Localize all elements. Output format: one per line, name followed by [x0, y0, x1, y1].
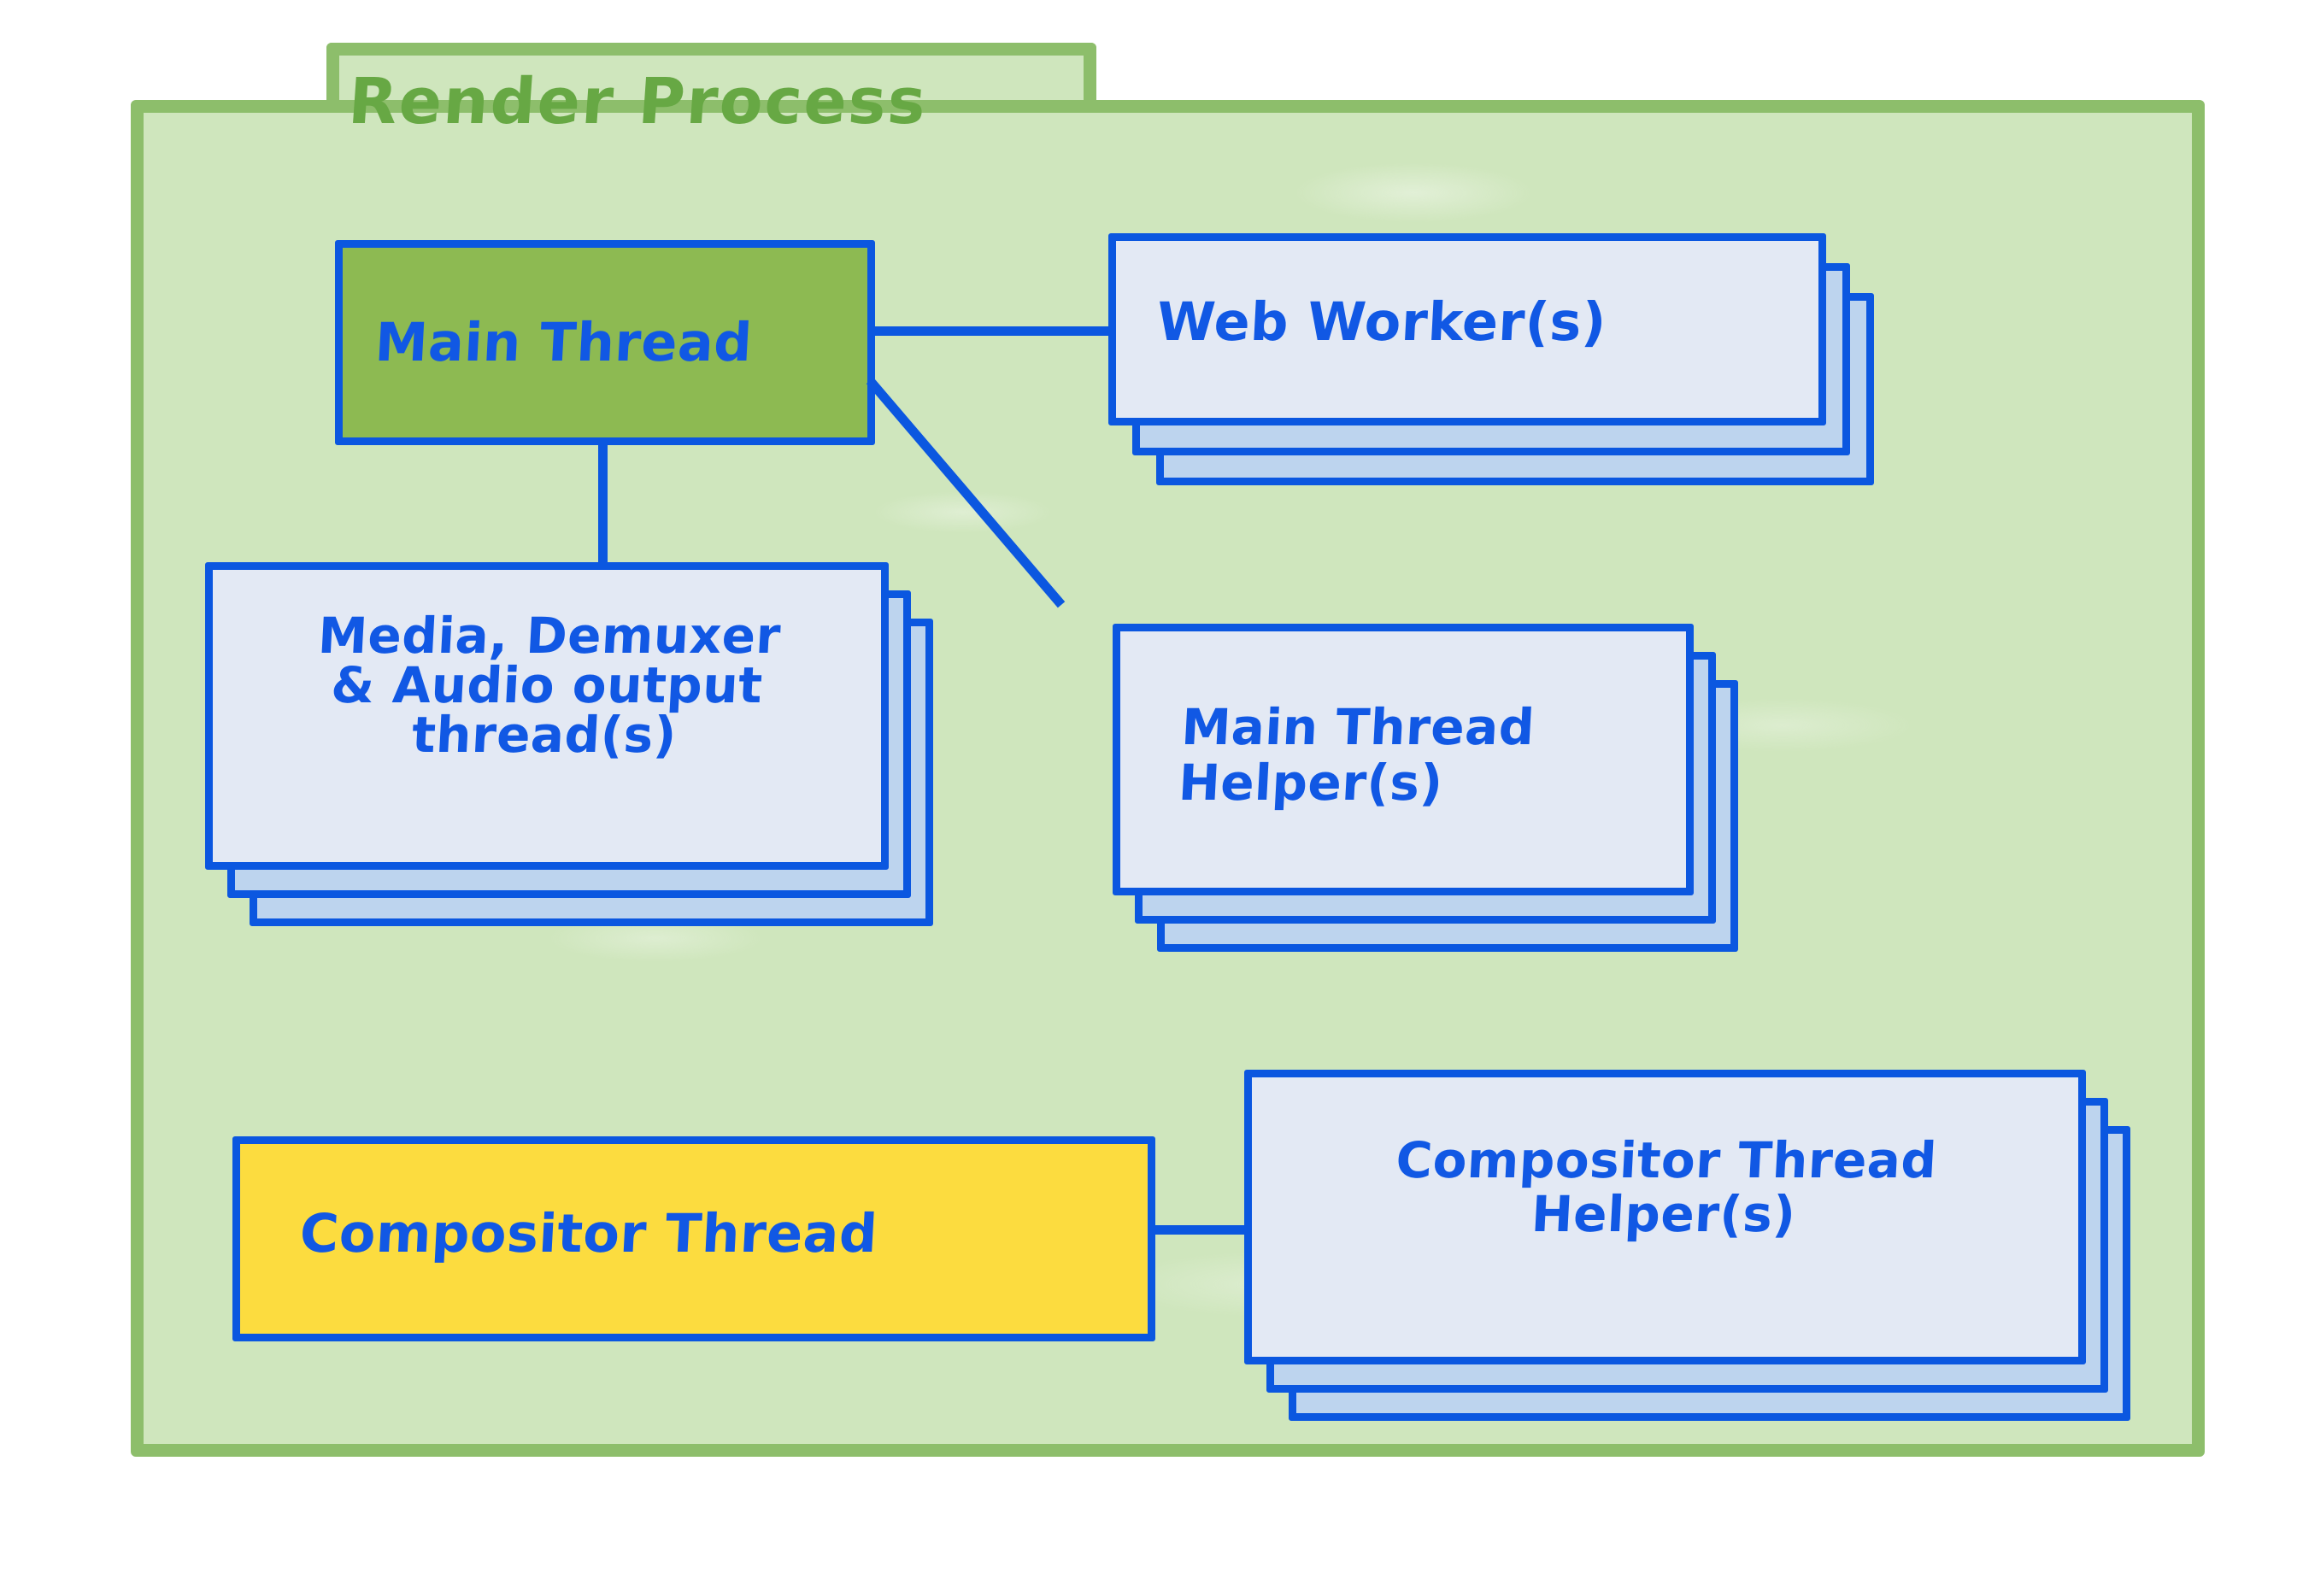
main-thread-helper-card[interactable]: Main Thread Helper(s): [1113, 624, 1694, 895]
compositor-thread-label: Compositor Thread: [298, 1202, 879, 1264]
media-thread-label: Media, Demuxer & Audio output thread(s): [316, 607, 783, 764]
node-media-demuxer-audio-thread[interactable]: Media, Demuxer & Audio output thread(s): [205, 562, 991, 947]
node-web-worker[interactable]: Web Worker(s): [1108, 233, 1877, 485]
media-thread-card[interactable]: Media, Demuxer & Audio output thread(s): [205, 562, 889, 870]
connector-compositor-thread-to-helper: [1148, 1225, 1251, 1235]
node-compositor-thread-helper[interactable]: Compositor Thread Helper(s): [1244, 1070, 2167, 1446]
connector-main-thread-to-web-worker: [868, 326, 1116, 336]
node-main-thread[interactable]: Main Thread: [335, 240, 875, 445]
node-main-thread-helper[interactable]: Main Thread Helper(s): [1113, 624, 1788, 965]
main-thread-card[interactable]: Main Thread: [335, 240, 875, 445]
main-thread-label: Main Thread: [373, 311, 755, 373]
connector-main-thread-to-media-thread: [598, 438, 608, 568]
node-compositor-thread[interactable]: Compositor Thread: [232, 1136, 1155, 1341]
page-title: Render Process: [345, 65, 930, 138]
main-thread-helper-label: Main Thread Helper(s): [1177, 698, 1536, 812]
web-worker-card[interactable]: Web Worker(s): [1108, 233, 1826, 425]
compositor-thread-helper-card[interactable]: Compositor Thread Helper(s): [1244, 1070, 2086, 1364]
compositor-thread-card[interactable]: Compositor Thread: [232, 1136, 1155, 1341]
compositor-thread-helper-label: Compositor Thread Helper(s): [1394, 1131, 1939, 1243]
web-worker-label: Web Worker(s): [1155, 290, 1608, 353]
